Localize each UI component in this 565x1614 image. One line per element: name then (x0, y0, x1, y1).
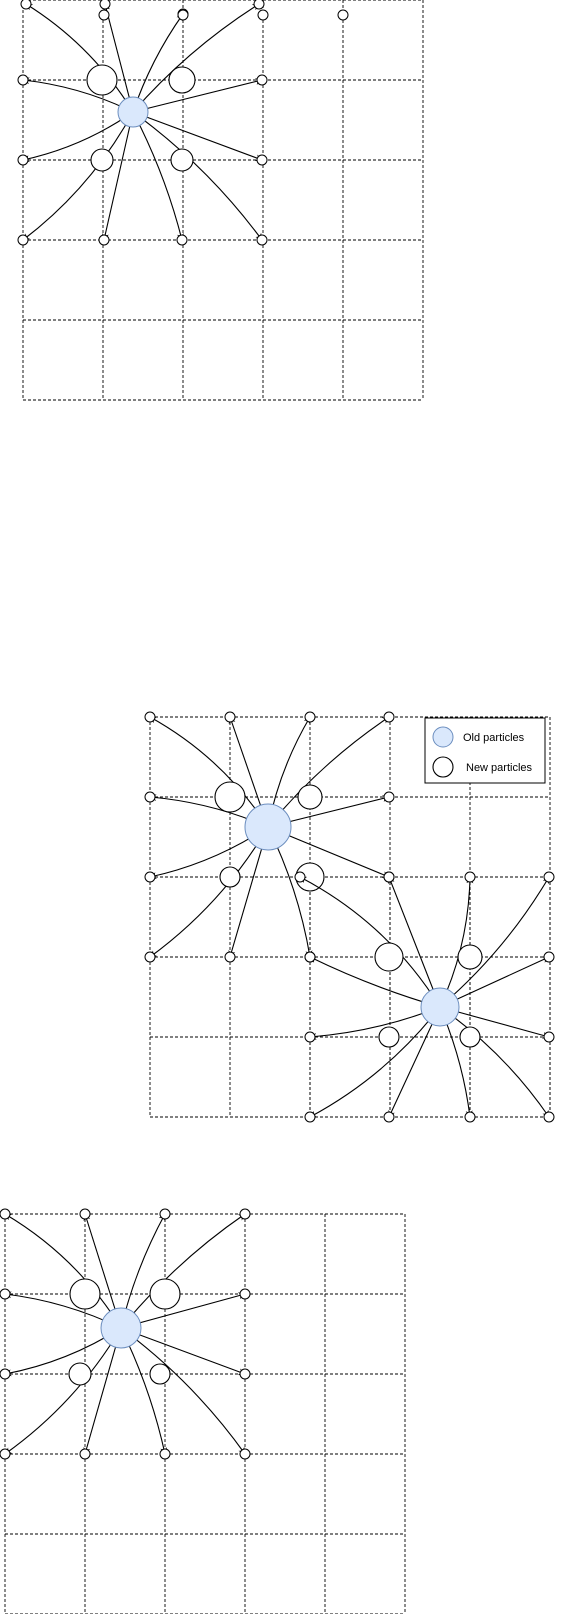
arrow (132, 3, 260, 113)
new-particle (219, 866, 241, 888)
old-particle (420, 987, 460, 1027)
grid-node (224, 711, 236, 723)
grid-node (304, 951, 316, 963)
arrow (4, 1327, 122, 1455)
grid-node (239, 1208, 251, 1220)
arrow (132, 78, 263, 113)
grid-node (383, 711, 395, 723)
grid-node (17, 154, 29, 166)
arrow (309, 1006, 441, 1118)
grid-node (543, 871, 555, 883)
arrow (149, 826, 269, 958)
grid-node (98, 9, 110, 21)
new-particle (168, 66, 196, 94)
legend-new-label: New particles (466, 762, 533, 774)
grid-node (176, 234, 188, 246)
legend-new-particle-swatch (432, 756, 454, 778)
arrow (439, 876, 550, 1008)
new-particle (90, 148, 114, 172)
arrow (388, 876, 441, 1008)
arrow (309, 956, 441, 1008)
legend-old-particle-swatch (432, 726, 454, 748)
grid-node (256, 234, 268, 246)
old-particle (117, 96, 149, 128)
new-particle (69, 1278, 101, 1310)
arrow (4, 1213, 122, 1329)
grid-node (17, 74, 29, 86)
arrow (132, 111, 263, 241)
grid-node (294, 871, 306, 883)
grid-node (543, 1031, 555, 1043)
legend-old-label: Old particles (463, 732, 525, 744)
grid-node (99, 0, 111, 10)
arrow (267, 716, 390, 828)
grid-node (224, 951, 236, 963)
grid-node (144, 951, 156, 963)
arrow (101, 111, 134, 241)
grid-node (337, 9, 349, 21)
arrow (132, 13, 184, 113)
arrow (439, 876, 474, 1008)
grid-node (464, 871, 476, 883)
arrow (309, 1006, 441, 1040)
new-particle (68, 1362, 92, 1386)
grid-node (304, 1031, 316, 1043)
arrow (439, 1006, 550, 1118)
arrow (22, 111, 134, 163)
grid-node (543, 1111, 555, 1123)
new-particle (149, 1278, 181, 1310)
diagram-middle (144, 711, 555, 1123)
arrow (299, 876, 441, 1008)
arrow (103, 3, 134, 113)
grid-node (239, 1288, 251, 1300)
new-particle (149, 1363, 171, 1385)
old-particle (100, 1307, 142, 1349)
grid-node (239, 1368, 251, 1380)
grid-node (304, 1111, 316, 1123)
grid-node (144, 791, 156, 803)
new-particle (457, 944, 483, 970)
arrow (22, 111, 134, 241)
grid-node (256, 154, 268, 166)
grid-node (0, 1448, 11, 1460)
grid-node (144, 711, 156, 723)
old-particle (244, 803, 292, 851)
new-particle (378, 1026, 400, 1048)
arrow (149, 716, 269, 828)
grid-node (464, 1111, 476, 1123)
grid-node (256, 74, 268, 86)
new-particle (459, 1026, 481, 1048)
grid-node (159, 1208, 171, 1220)
grid-node (383, 871, 395, 883)
grid-node (543, 951, 555, 963)
grid-node (0, 1288, 11, 1300)
legend: Old particles New particles (424, 717, 546, 784)
grid-node (383, 1111, 395, 1123)
new-particle (170, 148, 194, 172)
diagram-bottom (0, 1208, 406, 1614)
grid-node (144, 871, 156, 883)
grid-node (304, 711, 316, 723)
grid-node (17, 234, 29, 246)
grid-node (79, 1448, 91, 1460)
grid-node (79, 1208, 91, 1220)
arrow (25, 3, 134, 113)
grid-node (20, 0, 32, 10)
grid-node (177, 9, 189, 21)
new-particle (374, 942, 404, 972)
grid-node (383, 791, 395, 803)
new-particle (86, 64, 118, 96)
grid-node (257, 9, 269, 21)
grid-node (253, 0, 265, 10)
grid-node (98, 234, 110, 246)
new-particle (214, 781, 246, 813)
grid-node (239, 1448, 251, 1460)
arrow (120, 1327, 246, 1455)
diagram-top (17, 0, 424, 401)
grid-node (159, 1448, 171, 1460)
grid-node (0, 1368, 11, 1380)
grid-node (0, 1208, 11, 1220)
new-particle (297, 784, 323, 810)
